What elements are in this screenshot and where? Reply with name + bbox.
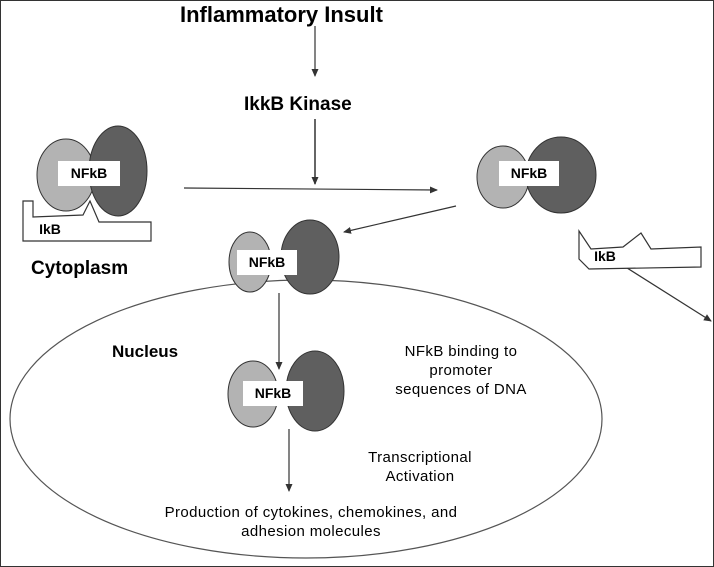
label-ikkb-kinase: IkkB Kinase	[244, 94, 352, 115]
text-nfkb-binding: NFkB binding to promoter sequences of DN…	[371, 342, 551, 399]
text-production-line2: adhesion molecules	[241, 523, 381, 540]
text-production-line1: Production of cytokines, chemokines, and	[164, 504, 458, 521]
title-inflammatory-insult: Inflammatory Insult	[180, 2, 383, 27]
text-nfkb-binding-line2: promoter	[429, 362, 493, 379]
text-activation-line1: Transcriptional	[368, 449, 472, 466]
ikb-label-bound: IkB	[39, 221, 61, 237]
arrow-to-free-nfkb	[343, 205, 457, 234]
text-production: Production of cytokines, chemokines, and…	[91, 503, 531, 541]
ikb-label-free: IkB	[594, 248, 616, 264]
text-activation-line2: Activation	[385, 468, 455, 485]
nfkb-label-translocating: NFkB	[237, 250, 297, 275]
text-nfkb-binding-line3: sequences of DNA	[395, 381, 527, 398]
text-transcriptional-activation: Transcriptional Activation	[337, 448, 503, 486]
ikb-shape-free	[578, 229, 702, 270]
ikb-shape-bound	[22, 199, 152, 242]
nfkb-label-bound: NFkB	[58, 161, 120, 186]
text-nfkb-binding-line1: NFkB binding to	[404, 343, 518, 360]
nfkb-label-nuclear: NFkB	[243, 381, 303, 406]
label-nucleus: Nucleus	[112, 342, 179, 361]
nfkb-label-released: NFkB	[499, 161, 559, 186]
arrow-complex-release	[183, 186, 438, 194]
label-cytoplasm: Cytoplasm	[31, 258, 129, 279]
